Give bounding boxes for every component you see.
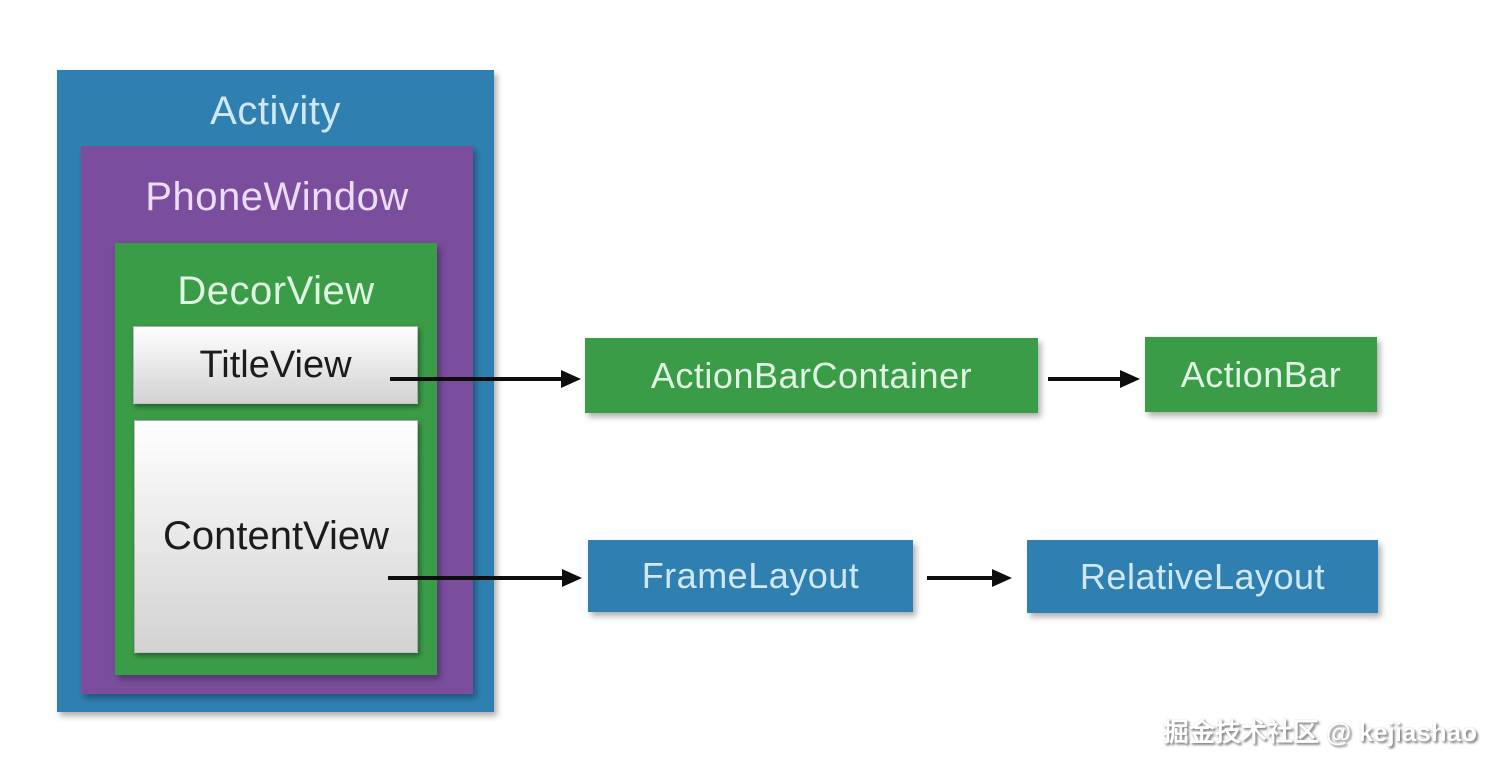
decor-view-box: DecorView TitleView ContentView	[115, 243, 437, 675]
arrow-head-icon	[1120, 370, 1140, 388]
frame-layout-label: FrameLayout	[641, 555, 860, 596]
content-view-label: ContentView	[162, 514, 390, 558]
arrow-line	[927, 576, 998, 580]
arrow-titleview-to-actionbarcontainer	[390, 370, 581, 388]
action-bar-label: ActionBar	[1180, 353, 1342, 395]
phone-window-label: PhoneWindow	[145, 175, 409, 219]
action-bar-container-label: ActionBarContainer	[650, 354, 973, 396]
arrow-framelayout-to-relativelayout	[927, 569, 1012, 587]
watermark-text: 掘金技术社区 @ kejiashao	[1162, 717, 1477, 747]
relative-layout-box: RelativeLayout	[1027, 540, 1378, 613]
phone-window-box: PhoneWindow DecorView TitleView ContentV…	[81, 146, 473, 694]
activity-label: Activity	[210, 89, 341, 133]
arrow-head-icon	[562, 569, 582, 587]
arrow-line	[388, 576, 568, 580]
decor-view-label: DecorView	[177, 269, 375, 313]
action-bar-container-box: ActionBarContainer	[585, 338, 1038, 413]
arrow-line	[390, 377, 567, 381]
action-bar-box: ActionBar	[1145, 337, 1377, 412]
arrow-head-icon	[992, 569, 1012, 587]
arrow-head-icon	[561, 370, 581, 388]
activity-box: Activity PhoneWindow DecorView TitleView…	[57, 70, 494, 712]
relative-layout-label: RelativeLayout	[1079, 555, 1326, 597]
title-view-box: TitleView	[133, 326, 418, 404]
title-view-label: TitleView	[199, 343, 352, 386]
arrow-contentview-to-framelayout	[388, 569, 582, 587]
content-view-box: ContentView	[134, 420, 418, 653]
frame-layout-box: FrameLayout	[588, 540, 913, 612]
arrow-actionbarcontainer-to-actionbar	[1048, 370, 1140, 388]
arrow-line	[1048, 377, 1126, 381]
